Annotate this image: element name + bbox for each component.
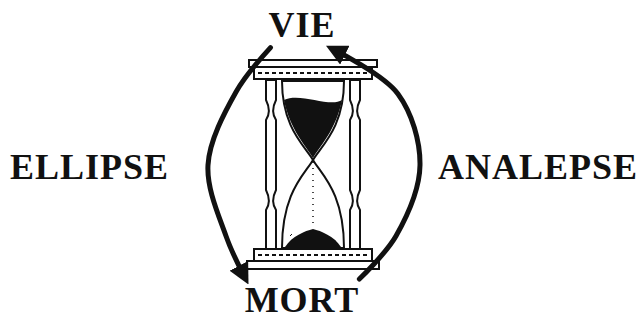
cycle-arrow (334, 50, 420, 279)
state-word: VIE (264, 4, 339, 48)
arrow-label: ANALEPSE (438, 148, 638, 188)
arrow-label: ELLIPSE (10, 148, 169, 188)
state-word: MORT (241, 279, 364, 323)
state-label: MORT (245, 281, 360, 321)
state-label: VIE (268, 6, 335, 46)
cycle-arrow (208, 48, 271, 277)
